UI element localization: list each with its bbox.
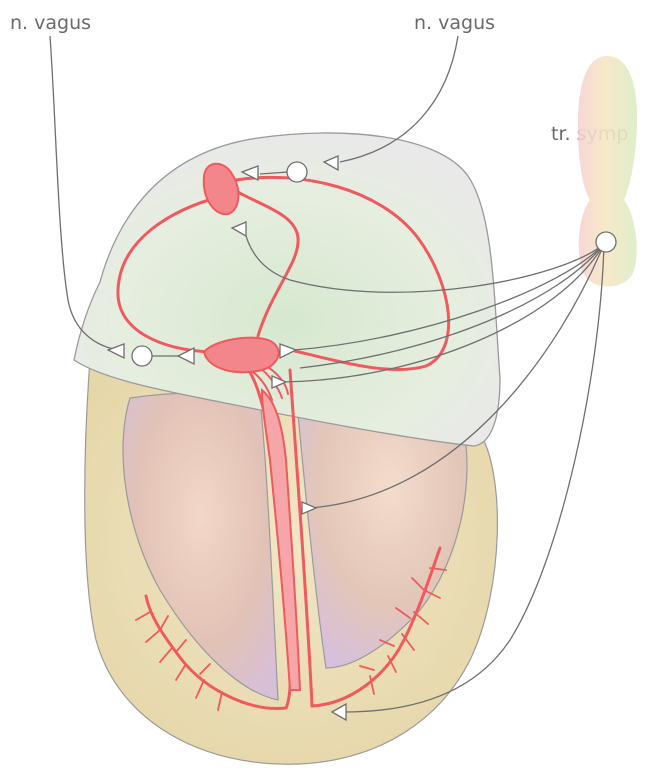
vagus-left-label: n. vagus (10, 12, 91, 34)
vagus-right-label: n. vagus (414, 12, 495, 34)
vagal-ganglion-av (132, 346, 152, 366)
sympathetic-ganglion (596, 232, 616, 252)
vagal-ganglion-sa (287, 162, 307, 182)
